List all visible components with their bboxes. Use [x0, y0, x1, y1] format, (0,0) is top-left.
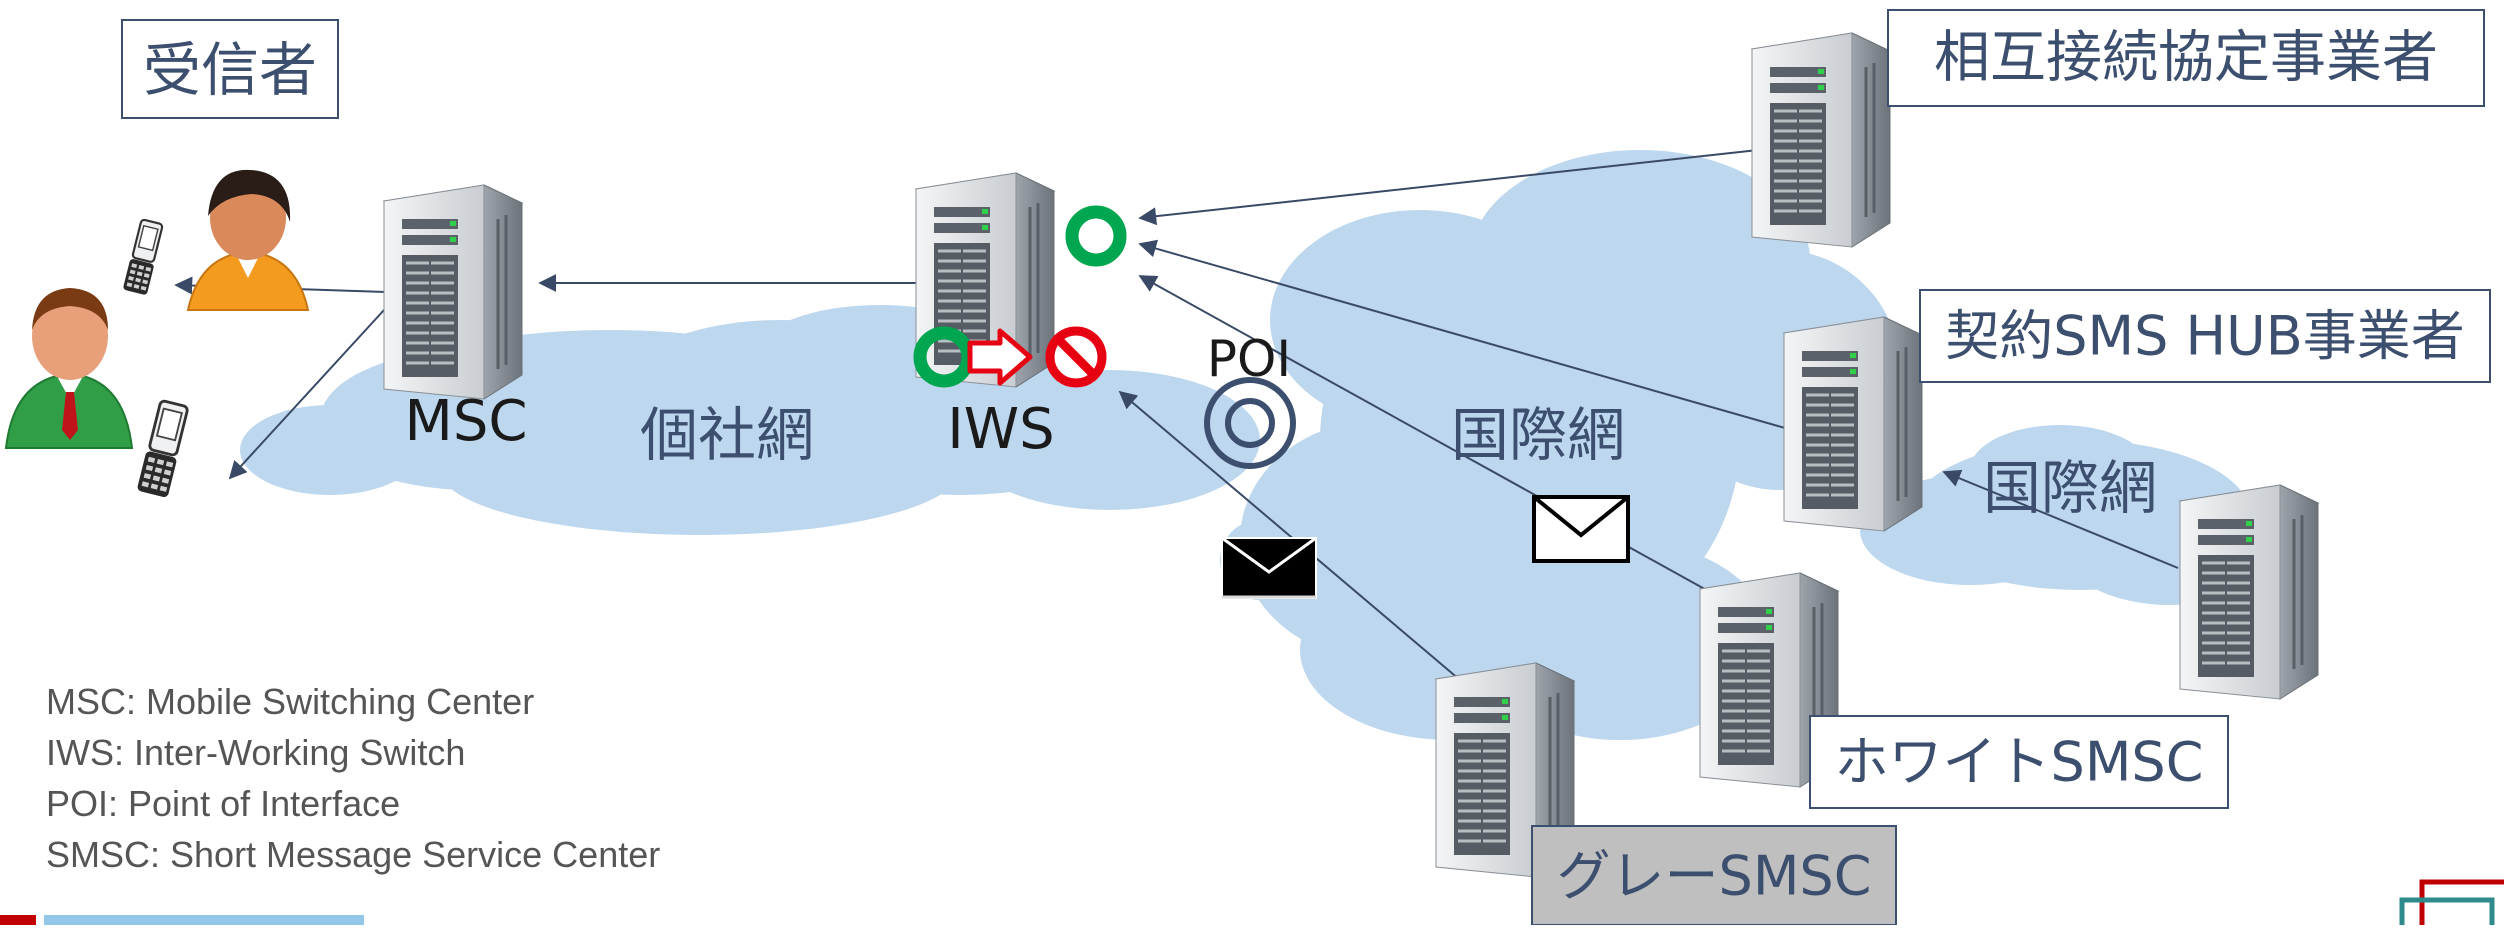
- white-smsc-box: [1809, 715, 2229, 809]
- red-arrow-icon: [967, 328, 1033, 386]
- msc-label: MSC: [405, 389, 528, 454]
- legend-iws: IWS: Inter-Working Switch: [46, 732, 466, 773]
- iws-label: IWS: [947, 397, 1054, 462]
- contract-hub-carrier-box: [1919, 289, 2491, 383]
- legend-smsc: SMSC: Short Message Service Center: [46, 834, 661, 875]
- person-icon-male: [4, 288, 134, 449]
- no-entry-icon: [1045, 326, 1107, 388]
- mobile-phone-icon: [122, 218, 166, 297]
- private-network-label: 個社網: [640, 401, 814, 469]
- receiver-label: 受信者: [143, 36, 317, 104]
- receiver-box: [121, 19, 339, 119]
- contract-hub-carrier-label: 契約SMS HUB事業者: [1945, 305, 2465, 368]
- msc-server-icon: [382, 183, 524, 401]
- poi-label: POI: [1207, 330, 1291, 388]
- bottom-left-logo: [0, 915, 364, 929]
- corner-logo: [2399, 879, 2504, 929]
- double-circle-icon: [1204, 377, 1296, 469]
- hub-carrier-server-icon: [1782, 315, 1924, 533]
- mobile-phone-icon-2: [136, 398, 192, 500]
- person-icon-female: [186, 169, 310, 311]
- interconnect-carrier-server-icon: [1750, 31, 1892, 249]
- legend-poi: POI: Point of Interface: [46, 783, 401, 824]
- envelope-icon: [1532, 495, 1630, 563]
- white-smsc-label: ホワイトSMSC: [1835, 731, 2204, 794]
- international-network-label-2: 国際網: [1983, 454, 2157, 522]
- allow-circle-icon: [1065, 205, 1127, 267]
- international-server-icon: [2178, 483, 2320, 701]
- abbreviation-legend: MSC: Mobile Switching Center IWS: Inter-…: [46, 676, 746, 880]
- legend-msc: MSC: Mobile Switching Center: [46, 681, 535, 722]
- interconnect-carrier-label: 相互接続協定事業者: [1934, 26, 2438, 91]
- envelope-icon-dark: [1221, 536, 1317, 599]
- international-network-label: 国際網: [1451, 401, 1625, 469]
- gray-smsc-label: グレーSMSC: [1557, 845, 1872, 908]
- interconnect-carrier-box: [1887, 9, 2485, 107]
- gray-smsc-box: [1531, 825, 1897, 926]
